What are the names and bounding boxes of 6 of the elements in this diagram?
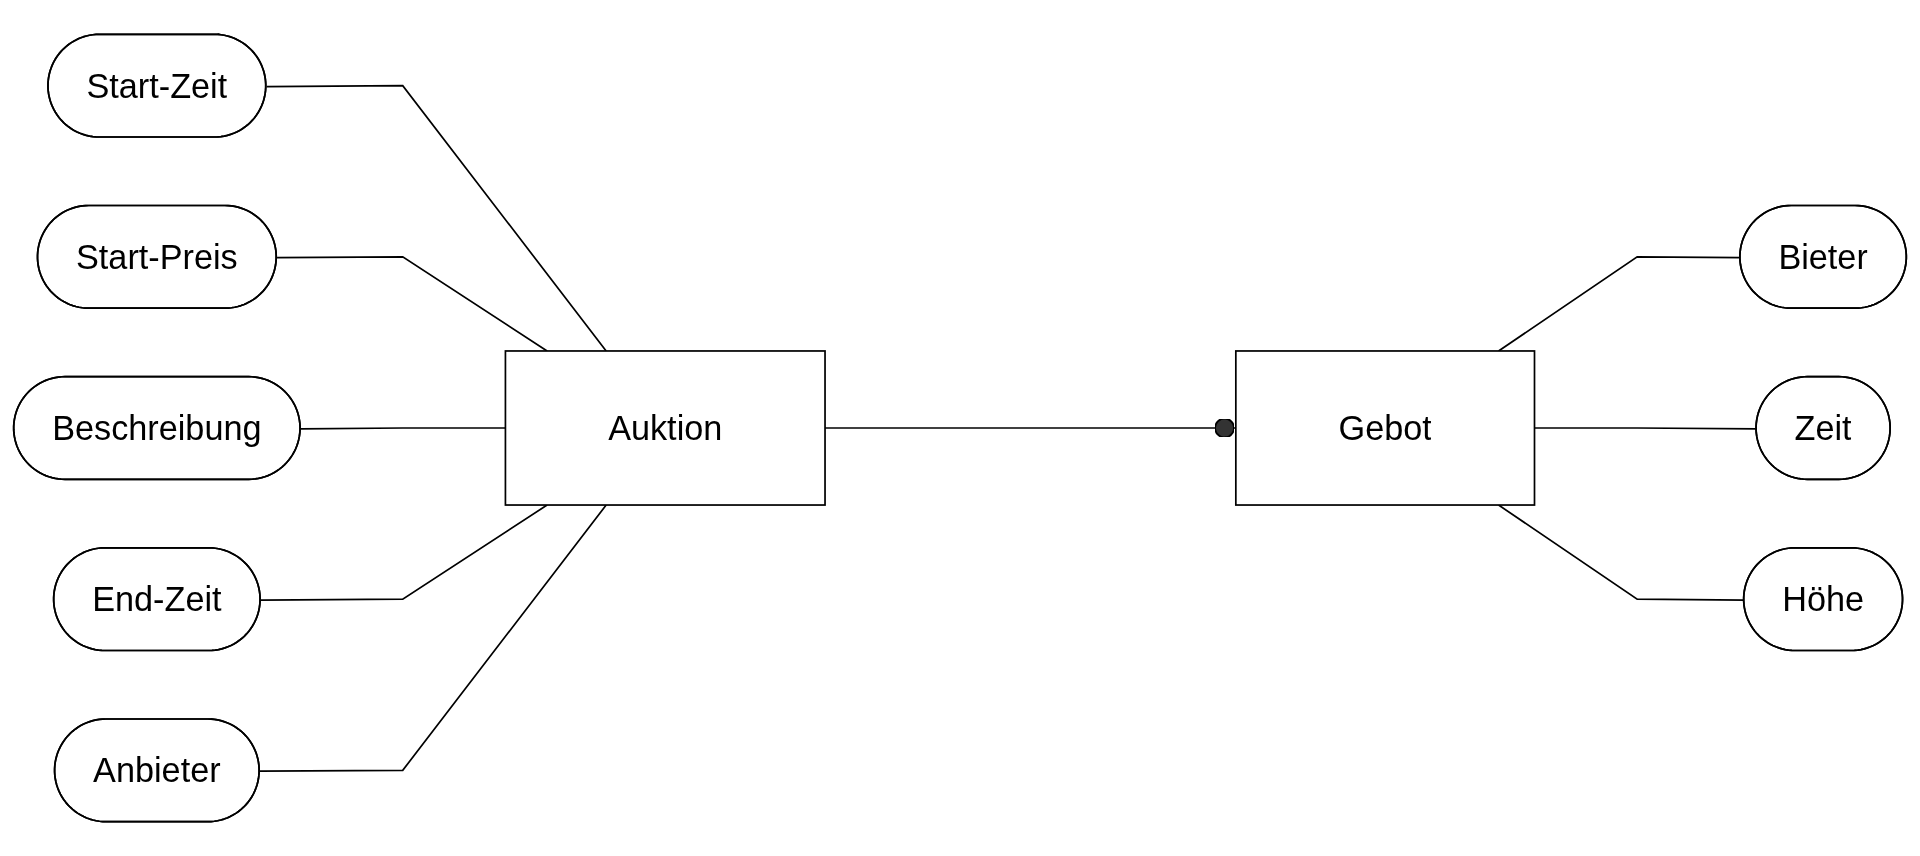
node-box: Auktion: [504, 350, 826, 506]
connector: [259, 504, 608, 773]
connector: [260, 504, 548, 601]
connector: [265, 84, 608, 352]
node-box: Gebot: [1234, 350, 1536, 506]
connector: [276, 255, 548, 352]
